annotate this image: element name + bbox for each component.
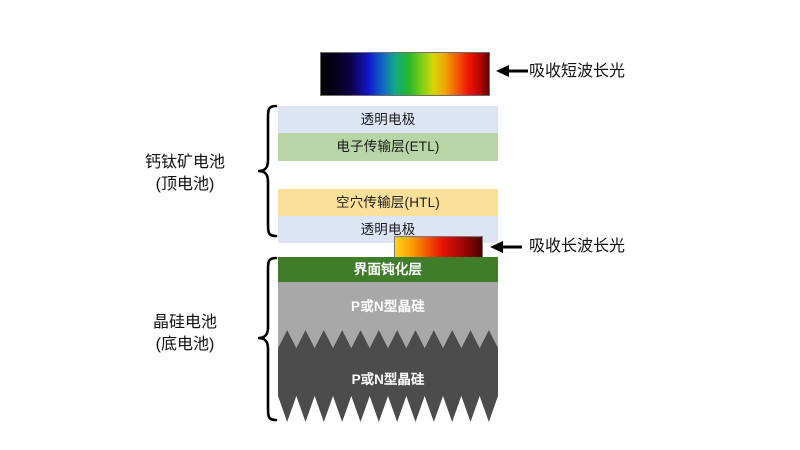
bottom-cell-label-line2: (底电池) xyxy=(155,335,215,353)
layer-label: 空穴传输层(HTL) xyxy=(336,194,440,210)
short-wave-annotation: 吸收短波长光 xyxy=(529,63,626,80)
top-cell-label-line2: (顶电池) xyxy=(155,175,215,193)
layer-label: 透明电极 xyxy=(360,111,416,127)
layer-label: 电子传输层(ETL) xyxy=(336,139,440,155)
full-spectrum-bar xyxy=(320,52,490,96)
layer-label: 透明电极 xyxy=(360,221,416,237)
layer-transparent-electrode-bottom: 透明电极 xyxy=(278,216,498,243)
layer-textured-crystalline-silicon xyxy=(278,330,498,422)
layer-hole-transport: 空穴传输层(HTL) xyxy=(278,189,498,216)
bottom-cell-label: 晶硅电池 (底电池) xyxy=(110,312,260,355)
layer-label: P或N型晶硅 xyxy=(351,299,425,314)
layer-interface-passivation: 界面钝化层 xyxy=(278,257,498,282)
bottom-cell-label-line1: 晶硅电池 xyxy=(152,314,217,331)
top-cell-brace-icon xyxy=(256,104,278,238)
layer-perovskite-absorber xyxy=(278,161,498,189)
long-wave-annotation: 吸收长波长光 xyxy=(529,238,626,255)
layer-transparent-electrode-top: 透明电极 xyxy=(278,106,498,133)
long-wave-spectrum-bar xyxy=(394,236,483,258)
short-wave-arrow-icon xyxy=(495,63,529,79)
layer-electron-transport: 电子传输层(ETL) xyxy=(278,133,498,161)
long-wave-arrow-icon xyxy=(489,239,523,255)
top-cell-label-line1: 钙钛矿电池 xyxy=(144,154,225,171)
bottom-cell-brace-icon xyxy=(256,256,278,422)
top-cell-label: 钙钛矿电池 (顶电池) xyxy=(110,152,260,195)
layer-label: 界面钝化层 xyxy=(353,261,423,277)
